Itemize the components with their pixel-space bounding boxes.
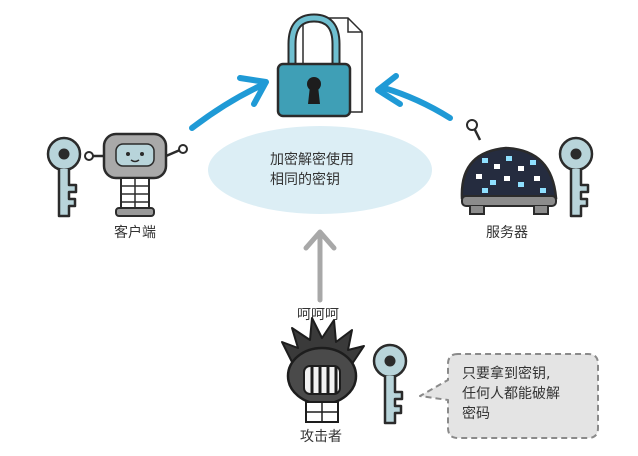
client-to-lock-arrow — [189, 75, 269, 131]
attacker-laugh: 呵呵呵 — [297, 307, 339, 323]
padlock-icon — [276, 13, 352, 118]
client-key-icon — [46, 136, 82, 218]
caption-line-2: 相同的密钥 — [270, 172, 340, 188]
speech-line-2: 任何人都能破解 — [462, 386, 560, 402]
speech-line-3: 密码 — [462, 406, 490, 422]
attacker-arrow — [303, 229, 337, 303]
robot-client-icon — [84, 132, 188, 217]
attacker-speech-text: 只要拿到密钥, 任何人都能破解 密码 — [462, 364, 560, 424]
robot-server-icon — [460, 119, 558, 215]
spiky-attacker-icon — [281, 317, 365, 423]
shared-key-caption: 加密解密使用 相同的密钥 — [270, 150, 354, 190]
attacker-key-icon — [372, 343, 408, 425]
shared-key-bubble — [208, 126, 432, 214]
server-to-lock-arrow — [375, 73, 453, 121]
server-label: 服务器 — [486, 225, 528, 241]
server-key-icon — [558, 136, 594, 218]
client-label: 客户端 — [114, 225, 156, 241]
speech-line-1: 只要拿到密钥, — [462, 366, 551, 382]
attacker-speech-bubble — [419, 353, 599, 439]
caption-line-1: 加密解密使用 — [270, 152, 354, 168]
attacker-label: 攻击者 — [300, 429, 342, 445]
